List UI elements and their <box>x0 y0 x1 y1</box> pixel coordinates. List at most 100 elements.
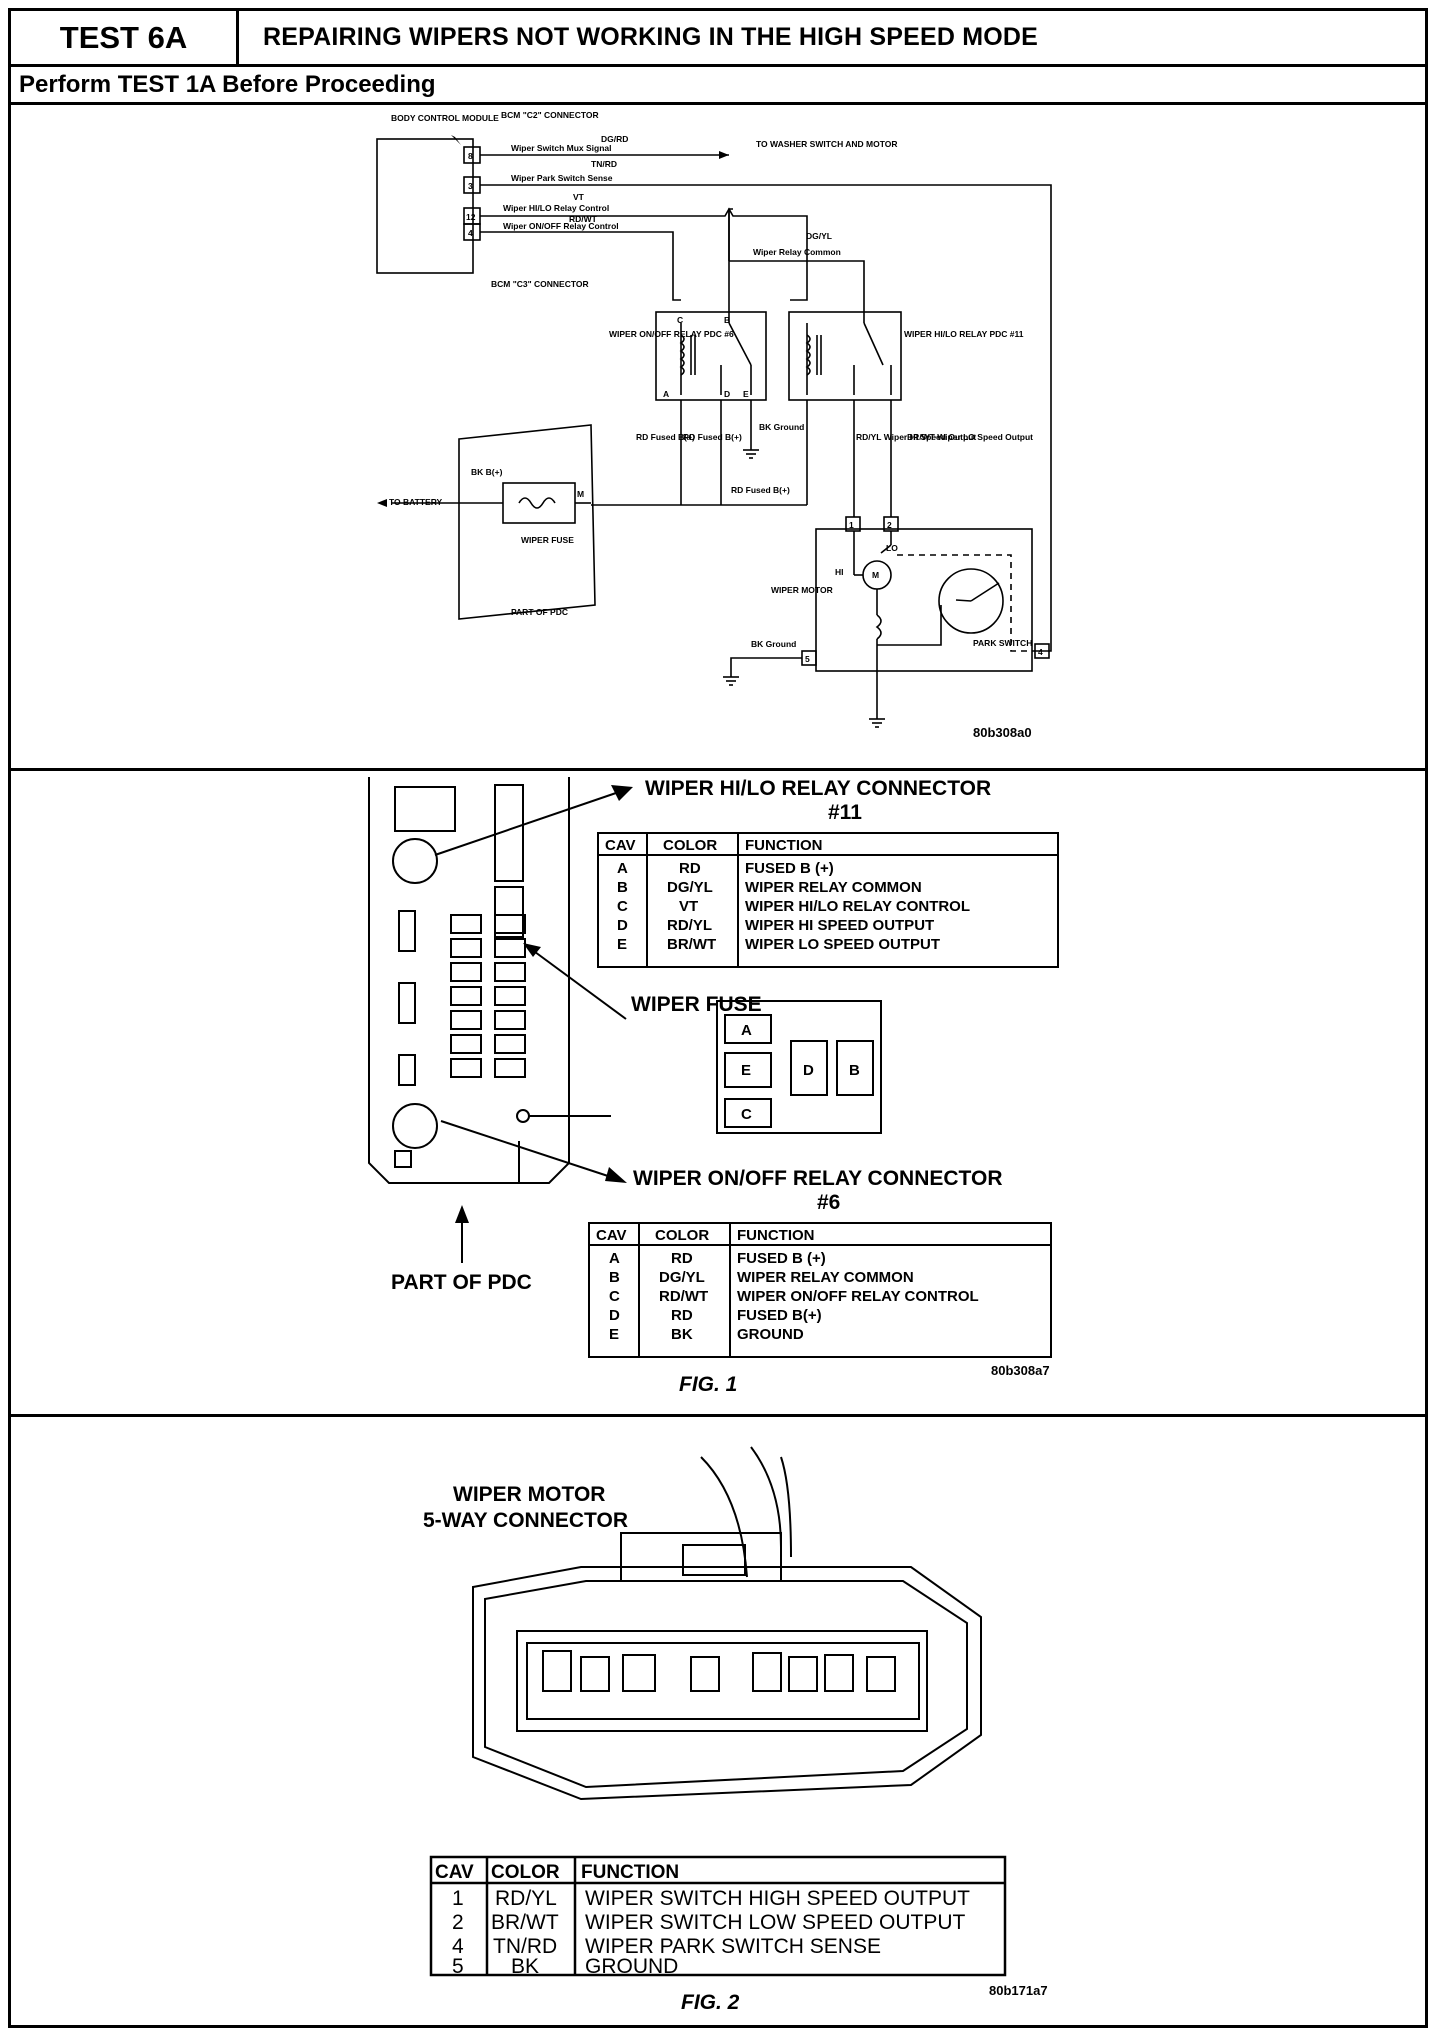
table-cell: FUSED B (+) <box>737 1250 826 1267</box>
motor-m-label: M <box>872 570 879 580</box>
hilo-connector-title: WIPER HI/LO RELAY CONNECTOR <box>645 777 991 800</box>
table-cell: BK <box>511 1955 539 1978</box>
to-washer-label: TO WASHER SWITCH AND MOTOR <box>756 139 898 149</box>
wire-name: Wiper ON/OFF Relay Control <box>503 221 619 231</box>
wire-name: Wiper Park Switch Sense <box>511 173 613 183</box>
wiper-fuse-callout: WIPER FUSE <box>631 993 762 1016</box>
relay-pin-c: C <box>677 315 683 325</box>
table-cell: BR/WT <box>491 1911 559 1934</box>
hi-output-label: RD/YL Wiper HI Speed Output <box>856 432 976 442</box>
pdc-fuse-outline <box>458 424 596 620</box>
table-cell: WIPER HI SPEED OUTPUT <box>745 917 934 934</box>
fig1-drawing: WIPER HI/LO RELAY CONNECTOR #11 WIPER FU… <box>368 777 1059 1396</box>
table-cell: WIPER HI/LO RELAY CONTROL <box>745 898 970 915</box>
motor-pin-1: 1 <box>849 520 854 530</box>
table-cell: E <box>609 1326 619 1343</box>
relay-pin-d: D <box>724 389 730 399</box>
table-cell: 4 <box>452 1935 464 1958</box>
fig1-ref: 80b308a7 <box>991 1363 1050 1378</box>
wire-name: Wiper HI/LO Relay Control <box>503 203 609 213</box>
table-cell: BR/WT <box>667 936 716 953</box>
table-header: FUNCTION <box>745 837 823 854</box>
lo-output-label: BR/WT Wiper LO Speed Output <box>907 432 1033 442</box>
table-cell: C <box>609 1288 620 1305</box>
table-cell: 2 <box>452 1911 464 1934</box>
wire-color: DG/RD <box>601 134 628 144</box>
wire-color: TN/RD <box>591 159 617 169</box>
subheader: Perform TEST 1A Before Proceeding <box>11 67 1425 105</box>
wire-color: VT <box>573 192 585 202</box>
fig2-title-line2: 5-WAY CONNECTOR <box>423 1509 628 1532</box>
table-header: CAV <box>605 837 636 854</box>
motor-pin-2: 2 <box>887 520 892 530</box>
table-cell: RD/YL <box>667 917 712 934</box>
relay-pin-a: A <box>663 389 669 399</box>
table-header: COLOR <box>663 837 717 854</box>
table-cell: BK <box>671 1326 693 1343</box>
table-header: FUNCTION <box>737 1227 815 1244</box>
fig1-caption: FIG. 1 <box>679 1373 737 1396</box>
table-header: COLOR <box>655 1227 709 1244</box>
bk-ground-relay-label: BK Ground <box>759 422 804 432</box>
motor-pin-4: 4 <box>1038 647 1043 657</box>
onoff-connector-title: WIPER ON/OFF RELAY CONNECTOR <box>633 1167 1002 1190</box>
header-bar: TEST 6A REPAIRING WIPERS NOT WORKING IN … <box>11 11 1425 67</box>
hi-label: HI <box>835 567 844 577</box>
bcm-c3-label: BCM "C3" CONNECTOR <box>491 279 589 289</box>
bcm-c2-label: BCM "C2" CONNECTOR <box>501 110 599 120</box>
relay-common-name: Wiper Relay Common <box>753 247 841 257</box>
table-cell: WIPER RELAY COMMON <box>737 1269 914 1286</box>
pdc-outline <box>368 777 570 1184</box>
hilo-connector-table: CAV COLOR FUNCTION A RD FUSED B (+) B DG… <box>597 832 1059 968</box>
bcm-pin-3: 3 <box>468 181 473 191</box>
table-cell: C <box>617 898 628 915</box>
wiper-motor-connector-drawing <box>472 1446 982 1801</box>
cavity-b: B <box>849 1062 860 1079</box>
table-cell: A <box>617 860 628 877</box>
wiper-fuse-label: WIPER FUSE <box>521 535 574 545</box>
cavity-a: A <box>741 1022 752 1039</box>
table-cell: RD/WT <box>659 1288 708 1305</box>
cavity-d: D <box>803 1062 814 1079</box>
bk-bplus-label: BK B(+) <box>471 467 503 477</box>
table-cell: E <box>617 936 627 953</box>
table-cell: FUSED B(+) <box>737 1307 822 1324</box>
table-header: FUNCTION <box>581 1862 679 1883</box>
bcm-pin-12: 12 <box>466 212 476 222</box>
fig1-section: WIPER HI/LO RELAY CONNECTOR #11 WIPER FU… <box>11 771 1425 1417</box>
table-cell: WIPER SWITCH HIGH SPEED OUTPUT <box>585 1887 970 1910</box>
test-number: TEST 6A <box>11 11 239 64</box>
rd-fused-label: RD Fused B(+) <box>731 485 790 495</box>
table-cell: FUSED B (+) <box>745 860 834 877</box>
relay-pin-b: B <box>724 315 730 325</box>
bcm-label: BODY CONTROL MODULE <box>391 113 499 123</box>
relay-common-color: DG/YL <box>806 231 832 241</box>
hilo-relay-label: WIPER HI/LO RELAY PDC #11 <box>904 329 1024 339</box>
relay-connector-outline <box>716 1000 882 1134</box>
table-cell: GROUND <box>737 1326 804 1343</box>
to-battery-label: TO BATTERY <box>389 497 443 507</box>
motor-pin-5: 5 <box>805 654 810 664</box>
wiper-motor-housing <box>815 528 1033 672</box>
table-cell: WIPER RELAY COMMON <box>745 879 922 896</box>
rd-fused-label: RD Fused B(+) <box>683 432 742 442</box>
bcm-pin-4: 4 <box>468 228 473 238</box>
hilo-relay-box <box>788 311 902 401</box>
table-cell: RD <box>671 1250 693 1267</box>
fig2-ref: 80b171a7 <box>989 1983 1048 1998</box>
table-cell: 1 <box>452 1887 464 1910</box>
onoff-relay-label: WIPER ON/OFF RELAY PDC #6 <box>609 329 734 339</box>
bcm-pin-8: 8 <box>468 151 473 161</box>
table-cell: D <box>617 917 628 934</box>
wire-color: RD/WT <box>569 214 598 224</box>
bk-ground-motor-label: BK Ground <box>751 639 796 649</box>
table-cell: WIPER PARK SWITCH SENSE <box>585 1935 881 1958</box>
lo-label: LO <box>886 543 898 553</box>
table-cell: DG/YL <box>667 879 713 896</box>
table-cell: WIPER LO SPEED OUTPUT <box>745 936 940 953</box>
wiring-schematic-section: BODY CONTROL MODULE BCM "C2" CONNECTOR B… <box>11 105 1425 771</box>
table-cell: GROUND <box>585 1955 678 1978</box>
relay-pin-e: E <box>743 389 749 399</box>
wiper-motor-label: WIPER MOTOR <box>771 585 833 595</box>
schematic-ref: 80b308a0 <box>973 725 1032 740</box>
